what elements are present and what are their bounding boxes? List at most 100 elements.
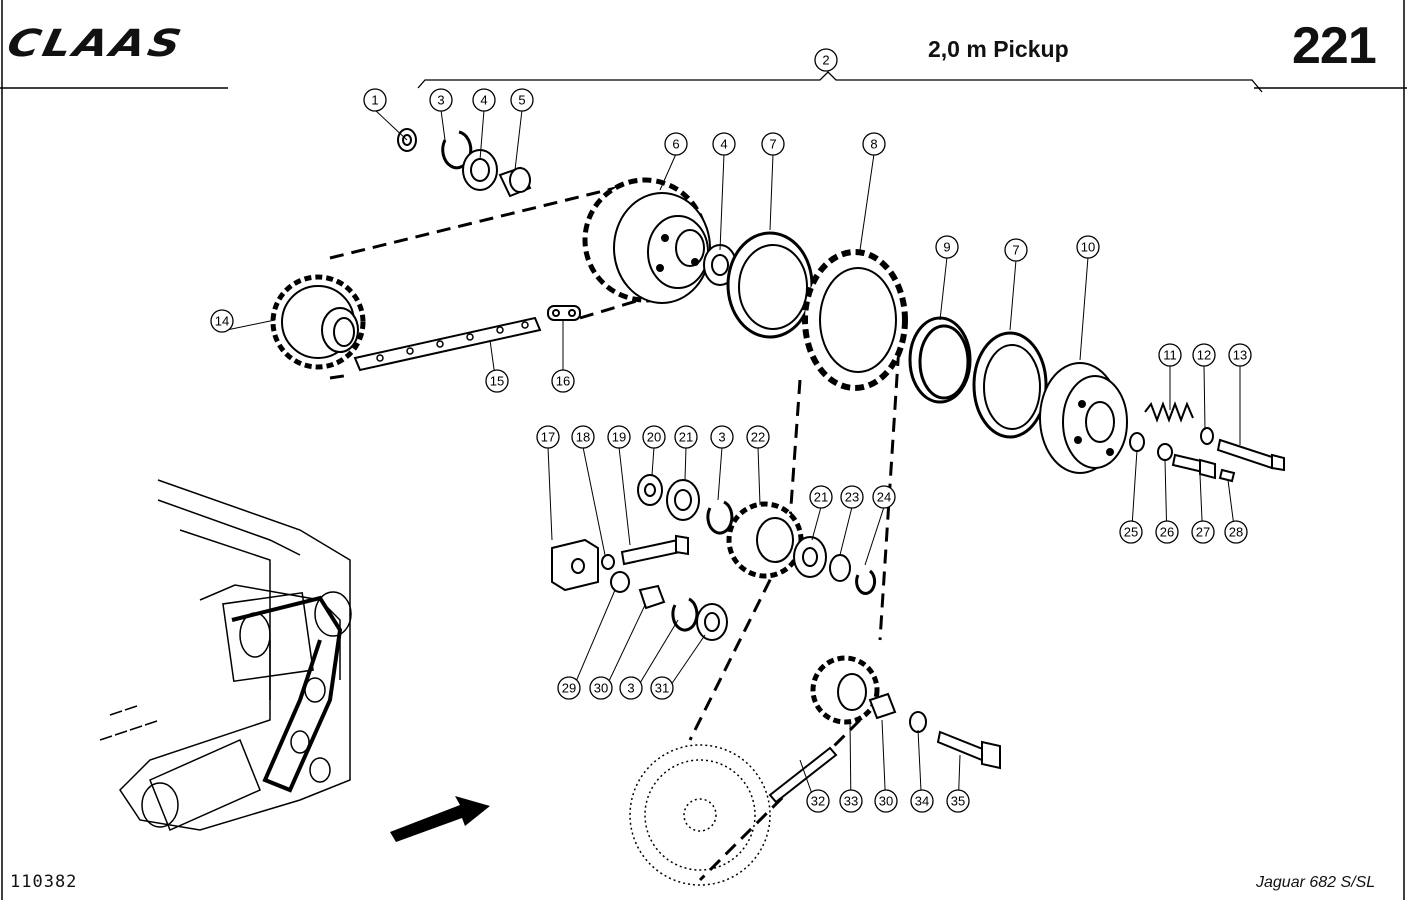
callout-1: 1 <box>363 88 408 141</box>
leader-line <box>717 446 723 501</box>
header: CLAAS 2,0 m Pickup 221 <box>0 0 1407 92</box>
callout-35: 35 <box>946 754 970 813</box>
callout-circle <box>935 235 959 259</box>
callout-number: 9 <box>943 240 950 255</box>
callout-circle <box>571 425 595 449</box>
leader-line <box>839 506 853 556</box>
callout-circle <box>712 132 736 156</box>
middle-parts <box>601 474 877 641</box>
machine-location-inset <box>99 479 490 842</box>
callout-circle <box>619 676 643 700</box>
callout-circle <box>1192 343 1216 367</box>
callout-number: 33 <box>844 794 858 809</box>
callout-circle <box>607 425 631 449</box>
page-title: 2,0 m Pickup <box>928 36 1069 62</box>
callout-number: 30 <box>879 794 893 809</box>
callout-number: 28 <box>1229 525 1243 540</box>
leader-line <box>659 153 677 191</box>
callout-18: 18 <box>571 425 606 556</box>
chain-15 <box>353 316 542 372</box>
callout-number: 21 <box>679 430 693 445</box>
callout-number: 26 <box>1160 525 1174 540</box>
friction-disc-7-second <box>972 331 1048 439</box>
callout-31: 31 <box>650 634 706 700</box>
callout-circle <box>840 485 864 509</box>
callout-circle <box>814 48 838 72</box>
callout-number: 31 <box>655 681 669 696</box>
callout-circle <box>485 369 509 393</box>
callout-circle <box>1076 235 1100 259</box>
callout-circle <box>874 789 898 813</box>
callout-number: 8 <box>870 137 877 152</box>
callout-number: 18 <box>576 430 590 445</box>
callout-14: 14 <box>210 309 276 333</box>
callout-circle <box>746 425 770 449</box>
callout-number: 7 <box>769 137 776 152</box>
callout-21: 21 <box>674 425 698 481</box>
callout-4: 4 <box>712 132 736 251</box>
callout-12: 12 <box>1192 343 1216 431</box>
callout-number: 30 <box>594 681 608 696</box>
callout-number: 5 <box>518 93 525 108</box>
sprocket-hub-6 <box>582 177 711 304</box>
leader-line <box>939 256 948 321</box>
leader-line <box>618 446 631 546</box>
leader-line <box>1203 364 1206 431</box>
callout-5: 5 <box>510 88 534 171</box>
callout-number: 12 <box>1197 348 1211 363</box>
callout-7: 7 <box>761 132 785 231</box>
callout-number: 15 <box>490 374 504 389</box>
leader-line <box>374 109 408 141</box>
leader-line <box>859 153 875 251</box>
callout-number: 6 <box>672 137 679 152</box>
callout-number: 2 <box>822 53 829 68</box>
callout-circle <box>642 425 666 449</box>
callout-number: 3 <box>718 430 725 445</box>
callout-17: 17 <box>536 425 560 541</box>
callout-21: 21 <box>809 485 833 541</box>
callout-number: 21 <box>814 490 828 505</box>
callout-circle <box>363 88 387 112</box>
callout-number: 34 <box>915 794 929 809</box>
callout-number: 14 <box>215 314 229 329</box>
callout-22: 22 <box>746 425 770 506</box>
callout-circle <box>510 88 534 112</box>
callout-34: 34 <box>910 729 934 813</box>
leader-line <box>719 153 725 251</box>
callout-circle <box>674 425 698 449</box>
callout-24: 24 <box>864 485 896 566</box>
callout-number: 3 <box>627 681 634 696</box>
callout-circle <box>710 425 734 449</box>
callout-circle <box>664 132 688 156</box>
leader-line <box>547 446 553 541</box>
callout-4: 4 <box>472 88 496 161</box>
callout-33: 33 <box>839 719 863 813</box>
callout-16: 16 <box>551 320 575 393</box>
friction-disc-7 <box>726 231 814 339</box>
leader-line <box>769 153 774 231</box>
callout-30: 30 <box>874 719 898 813</box>
callout-10: 10 <box>1076 235 1100 361</box>
callout-13: 13 <box>1228 343 1252 445</box>
connector-link-16 <box>547 305 581 321</box>
leader-line <box>479 109 485 161</box>
pressure-hub-10 <box>1039 362 1128 474</box>
tensioner-block-17 <box>551 538 599 592</box>
callout-circle <box>650 676 674 700</box>
callout-number: 7 <box>1012 243 1019 258</box>
leader-line <box>582 446 606 556</box>
callout-circle <box>1224 520 1248 544</box>
callout-circle <box>910 789 934 813</box>
machine-model: Jaguar 682 S/SL <box>1256 874 1376 891</box>
callout-32: 32 <box>799 759 830 813</box>
callout-19: 19 <box>607 425 631 546</box>
callout-number: 23 <box>845 490 859 505</box>
callout-circle <box>429 88 453 112</box>
leader-line <box>1079 256 1089 361</box>
washers-25-28 <box>1129 432 1236 483</box>
callout-circle <box>1119 520 1143 544</box>
callout-number: 24 <box>877 490 891 505</box>
